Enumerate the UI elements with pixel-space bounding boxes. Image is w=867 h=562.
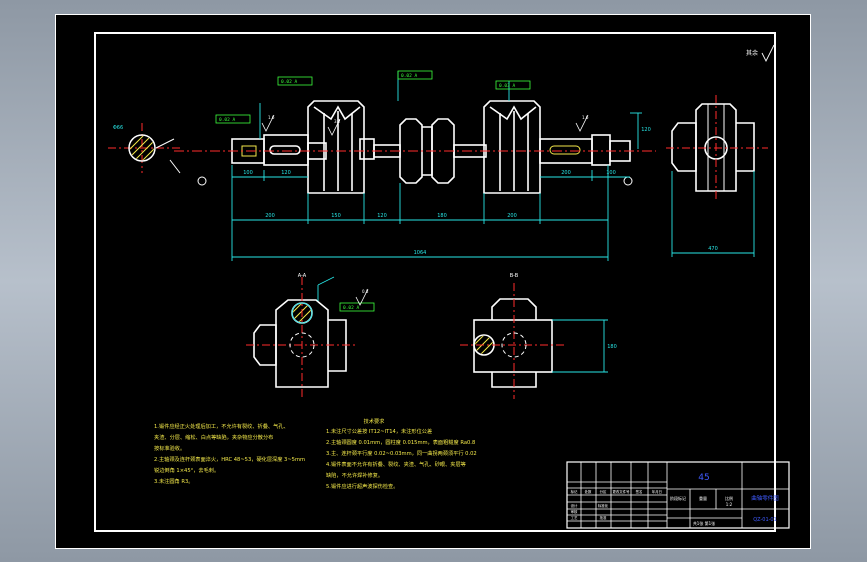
- svg-text:0.02 A: 0.02 A: [281, 79, 298, 85]
- surface-finish-note: 其余: [746, 44, 775, 63]
- tech-left-line: 2.主轴颈及连杆颈表面淬火，HRC 48~53，硬化层深度 3~5mm: [154, 455, 305, 463]
- tech-right-line: 1.未注尺寸公差按 IT12~IT14，未注形位公差: [326, 427, 432, 435]
- dim-seg3: 120: [377, 213, 387, 219]
- svg-text:3.2: 3.2: [334, 119, 341, 124]
- title-block: [566, 461, 790, 529]
- header-label: 年月日: [652, 489, 662, 494]
- svg-text:0.03 A: 0.03 A: [499, 83, 516, 89]
- ratio-label: 比例: [725, 495, 733, 501]
- cad-viewport[interactable]: 1064 200 150 120 180 200 100 120 200 100…: [55, 14, 811, 549]
- dim-section-b-height: 180: [607, 344, 617, 350]
- tech-right-line: 缺陷，不允许焊补修复。: [326, 471, 383, 479]
- sheet-info: 共1张 第1张: [693, 520, 715, 526]
- tech-right-line: 5.锻件应进行超声波探伤检查。: [326, 482, 398, 490]
- header-label: 标记: [571, 489, 578, 494]
- dimension-texts: 1064 200 150 120 180 200 100 120 200 100…: [113, 125, 718, 350]
- dim-bearing-dia: Φ66: [113, 125, 123, 131]
- header-label: 更改文件号: [613, 489, 631, 494]
- svg-text:1.6: 1.6: [268, 115, 275, 120]
- svg-text:0.8: 0.8: [362, 289, 369, 294]
- svg-text:0.02 A: 0.02 A: [343, 305, 360, 311]
- dim-overall: 1064: [414, 250, 427, 256]
- tolerance-frame: 0.02 A: [397, 70, 433, 80]
- weight-label: 重量: [699, 495, 707, 501]
- section-a-label: A-A: [298, 273, 307, 279]
- scale-value: 1:2: [726, 502, 733, 507]
- svg-text:1.6: 1.6: [582, 115, 589, 120]
- crankshaft-drawing: 1064 200 150 120 180 200 100 120 200 100…: [108, 44, 790, 529]
- material: 45: [698, 473, 709, 483]
- dim-right-small2: 100: [606, 170, 616, 176]
- title-block-texts: 45 曲轴零件图 QZ-01-01 阶段标记 重量 比例 1:2 共1张 第1张…: [571, 473, 780, 526]
- tolerance-frame: 0.02 A: [277, 76, 313, 86]
- part-name: 曲轴零件图: [751, 494, 779, 502]
- dim-left-small2: 120: [281, 170, 291, 176]
- row-label: 审核: [571, 509, 578, 514]
- roughness-mark: 1.6: [575, 114, 589, 132]
- drawing-frame: [94, 32, 776, 532]
- tolerance-frame: 0.02 A: [215, 114, 251, 124]
- header-label: 处数: [585, 489, 592, 494]
- approve-label: 批准: [600, 515, 607, 520]
- tolerance-frame: 0.03 A: [495, 80, 531, 90]
- roughness-mark: 0.8: [355, 288, 369, 306]
- tolerance-frame: 0.02 A: [339, 302, 375, 312]
- dim-seg1: 200: [265, 213, 275, 219]
- tech-left-line: 1.锻件应经正火处理后加工，不允许有裂纹、折叠、气孔、: [154, 422, 289, 430]
- svg-text:0.02 A: 0.02 A: [219, 117, 236, 123]
- drawing-number: QZ-01-01: [753, 517, 777, 523]
- dim-height-right: 120: [641, 127, 651, 133]
- tech-right-line: 4.锻件表面不允许有折叠、裂纹、夹渣、气孔、砂眼、夹层等: [326, 460, 466, 468]
- dim-seg5: 200: [507, 213, 517, 219]
- dim-right-small1: 200: [561, 170, 571, 176]
- dim-seg4: 180: [437, 213, 447, 219]
- svg-text:0.02 A: 0.02 A: [401, 73, 418, 79]
- header-label: 分区: [600, 489, 607, 494]
- header-label: 签名: [636, 489, 643, 494]
- roughness-mark: 3.2: [327, 118, 341, 136]
- roughness-marks: 1.6 3.2 1.6 0.8: [261, 114, 589, 306]
- front-view: [231, 100, 631, 194]
- section-b-view: [473, 298, 553, 388]
- svg-text:其余: 其余: [746, 49, 758, 57]
- row-label: 工艺: [571, 515, 578, 520]
- section-b-label: B-B: [510, 273, 519, 279]
- tech-left-line: 按标准验收。: [154, 444, 185, 452]
- tech-left-line: 夹渣、分层、缩松、白点等缺陷，夹杂物应分散分布: [154, 433, 273, 441]
- dim-seg2: 150: [331, 213, 341, 219]
- tech-title: 技术要求: [364, 417, 386, 425]
- tech-requirements: 技术要求 1.锻件应经正火处理后加工，不允许有裂纹、折叠、气孔、 夹渣、分层、缩…: [154, 417, 477, 490]
- dimension-lines: [231, 71, 755, 373]
- dim-side-width: 470: [708, 246, 718, 252]
- tech-left-line: 锐边倒角 1×45°，去毛刺。: [154, 466, 219, 474]
- tech-right-line: 3.主、连杆颈平行度 0.02~0.03mm，同一曲拐两颈须平行 0.02: [326, 449, 477, 457]
- tech-right-line: 2.主轴颈圆度 0.01mm，圆柱度 0.015mm，表面粗糙度 Ra0.8: [326, 438, 475, 446]
- dim-left-small1: 100: [243, 170, 253, 176]
- tolerance-frames: 0.02 A 0.02 A 0.02 A 0.03 A 0.02 A: [215, 70, 531, 312]
- std-label: 标准化: [598, 503, 609, 508]
- tech-left-line: 3.未注圆角 R3。: [154, 477, 193, 485]
- stage-label: 阶段标记: [670, 495, 686, 501]
- row-label: 设计: [571, 503, 578, 508]
- roughness-mark: 1.6: [261, 114, 275, 132]
